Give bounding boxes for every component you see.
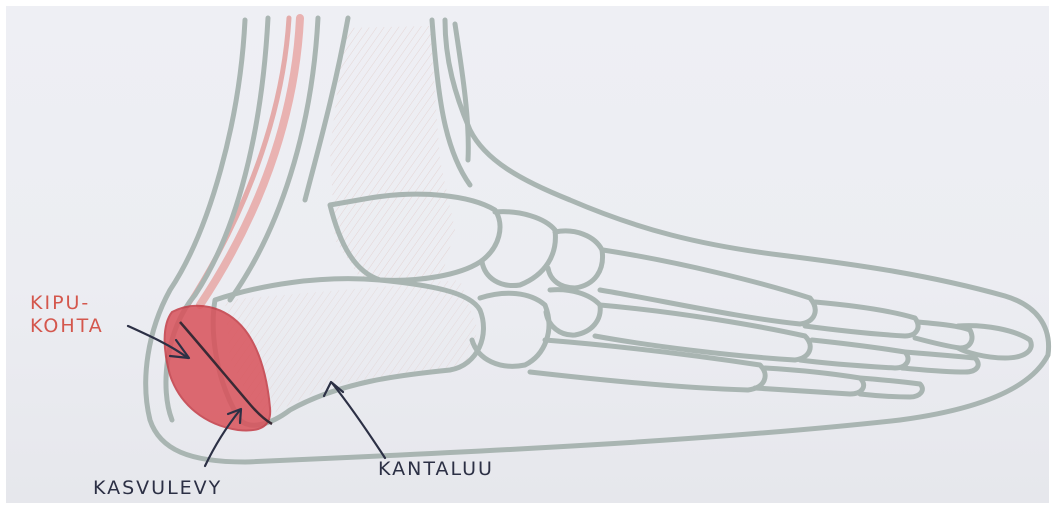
phalanx-1	[805, 302, 918, 336]
phalanx-3	[755, 368, 864, 394]
pain-site-label-line1: KIPU-	[30, 293, 90, 314]
pain-site-label-line2: KOHTA	[30, 316, 104, 337]
toe-2	[902, 352, 978, 372]
toe-3	[860, 378, 922, 397]
heel-bone-label: KANTALUU	[378, 459, 494, 480]
metatarsal-1	[600, 250, 815, 324]
heel-bone-arrow	[332, 383, 385, 458]
growth-plate-label: KASVULEVY	[93, 478, 222, 499]
phalanx-2	[800, 340, 908, 368]
cuneiform-bone-2	[546, 290, 600, 335]
metatarsal-3	[530, 340, 765, 390]
metatarsal-2	[595, 305, 810, 360]
